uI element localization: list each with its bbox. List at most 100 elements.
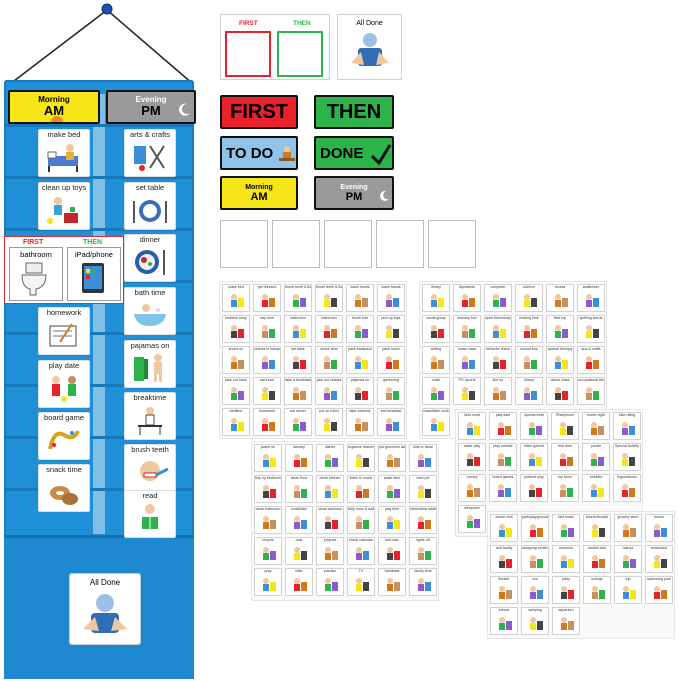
picture-card[interactable]: doctor visit [490, 514, 518, 542]
card-pajamas-on[interactable]: pajamas on [124, 340, 176, 388]
first-label-card[interactable]: FIRST [220, 95, 298, 129]
picture-card[interactable]: writing [422, 346, 450, 374]
picture-card[interactable]: theater [490, 576, 518, 604]
picture-card[interactable]: shoes on [222, 346, 250, 374]
picture-card[interactable]: visit family [490, 545, 518, 573]
card-dinner[interactable]: dinner [124, 234, 176, 282]
picture-card[interactable]: math [422, 377, 450, 405]
picture-card[interactable]: practice [316, 568, 344, 596]
picture-card[interactable]: set table [284, 346, 312, 374]
picture-card[interactable]: make bed [222, 284, 250, 312]
picture-card[interactable]: computer [484, 284, 512, 312]
picture-card[interactable]: library [422, 284, 450, 312]
picture-card[interactable]: science [515, 284, 543, 312]
picture-card[interactable]: clean kitchen [316, 475, 344, 503]
empty-card-slot[interactable] [272, 220, 320, 268]
card-homework[interactable]: homework [38, 307, 90, 355]
picture-card[interactable]: projects [316, 537, 344, 565]
picture-card[interactable]: eat dinner [284, 408, 312, 436]
picture-card[interactable]: dust [285, 537, 313, 565]
empty-card-slot[interactable] [324, 220, 372, 268]
picture-card[interactable]: play date [489, 412, 517, 440]
all-done-card[interactable]: All Done [69, 573, 141, 645]
picture-card[interactable]: wash hands [346, 284, 374, 312]
picture-card[interactable]: free time [551, 443, 579, 471]
card-arts-crafts[interactable]: arts & crafts [124, 129, 176, 177]
picture-card[interactable]: brush teeth & floss [284, 284, 312, 312]
picture-card[interactable]: pick up toys [377, 315, 405, 343]
picture-card[interactable]: TV [347, 568, 375, 596]
picture-card[interactable]: bathroom [315, 315, 343, 343]
picture-card[interactable]: music class [453, 346, 481, 374]
picture-card[interactable]: quiet time/study [484, 315, 512, 343]
picture-card[interactable]: auditorium [577, 284, 605, 312]
picture-card[interactable]: brush hair [346, 315, 374, 343]
picture-card[interactable]: eat lunch [253, 377, 281, 405]
picture-card[interactable]: snack time [315, 346, 343, 374]
picture-card[interactable]: trip [614, 576, 642, 604]
picture-card[interactable]: board games [489, 474, 517, 502]
picture-card[interactable]: dentist visit [583, 545, 611, 573]
picture-card[interactable]: family time [409, 568, 437, 596]
picture-card[interactable]: clothes in hamper [253, 346, 281, 374]
strip-then-card[interactable]: iPad/phone [67, 247, 121, 301]
picture-card[interactable]: money [458, 474, 486, 502]
picture-card[interactable]: water play [458, 443, 486, 471]
picture-card[interactable]: clean floor [285, 475, 313, 503]
picture-card[interactable]: park/playground [521, 514, 549, 542]
picture-card[interactable]: help mom & dad [347, 506, 375, 534]
picture-card[interactable]: wash hands [377, 284, 405, 312]
picture-card[interactable]: take a breakfast [284, 377, 312, 405]
picture-card[interactable]: Special Activity [613, 443, 641, 471]
picture-card[interactable]: social group [422, 315, 450, 343]
picture-card[interactable]: pick out clothes [315, 377, 343, 405]
card-play-date[interactable]: play date [38, 360, 90, 408]
done-label-card[interactable]: DONE [314, 136, 394, 170]
picture-card[interactable]: bedtime [222, 408, 250, 436]
picture-card[interactable]: dishes [316, 444, 344, 472]
picture-card[interactable]: dance class [546, 377, 574, 405]
picture-card[interactable]: get dressed [253, 284, 281, 312]
picture-card[interactable]: video games [520, 443, 548, 471]
picture-card[interactable]: bubbles [582, 474, 610, 502]
picture-card[interactable]: restaurant [645, 545, 673, 573]
picture-card[interactable]: listen to music [347, 475, 375, 503]
picture-card[interactable]: reading time [515, 315, 543, 343]
first-then-board[interactable]: FIRST THEN [220, 14, 330, 80]
picture-card[interactable]: pretend play [520, 474, 548, 502]
picture-card[interactable]: nap time [253, 315, 281, 343]
picture-card[interactable]: spelling words [577, 315, 605, 343]
picture-card[interactable]: iPad/phone [551, 412, 579, 440]
picture-card[interactable]: legos/blocks [613, 474, 641, 502]
empty-card-slot[interactable] [376, 220, 424, 268]
picture-card[interactable]: wash face [378, 475, 406, 503]
picture-card[interactable]: bike riding [613, 412, 641, 440]
picture-card[interactable]: arts & crafts [577, 346, 605, 374]
picture-card[interactable]: pack lunch [377, 346, 405, 374]
picture-card[interactable]: kid's meal [458, 412, 486, 440]
picture-card[interactable]: organize drawers [347, 444, 375, 472]
picture-card[interactable]: check calendar [347, 537, 375, 565]
picture-card[interactable]: pajamas on [346, 377, 374, 405]
picture-card[interactable]: outings [583, 576, 611, 604]
picture-card[interactable]: take vitamins [346, 408, 374, 436]
picture-card[interactable]: zoo [521, 576, 549, 604]
picture-card[interactable]: sensory box [453, 315, 481, 343]
picture-card[interactable]: school bus [515, 346, 543, 374]
picture-card[interactable]: jacket on [254, 444, 282, 472]
card-clean-up-toys[interactable]: clean up toys [38, 182, 90, 230]
picture-card[interactable]: camping [521, 607, 549, 635]
picture-card[interactable]: grocery store [614, 514, 642, 542]
strip-first-card[interactable]: bathroom [9, 247, 63, 301]
first-then-strip[interactable]: FIRST THEN bathroom iPad/phone [4, 236, 124, 304]
picture-card[interactable]: field trip [546, 315, 574, 343]
picture-card[interactable]: gardening [377, 377, 405, 405]
picture-card[interactable]: take out trash [222, 377, 250, 405]
picture-card[interactable]: sleepover [458, 505, 486, 533]
picture-card[interactable]: movie night [582, 412, 610, 440]
picture-card[interactable]: eat breakfast [377, 408, 405, 436]
picture-card[interactable]: dust or clean [409, 444, 437, 472]
picture-card[interactable]: swimming pool [645, 576, 673, 604]
card-make-bed[interactable]: make bed [38, 129, 90, 177]
board-then-slot[interactable] [277, 31, 323, 77]
